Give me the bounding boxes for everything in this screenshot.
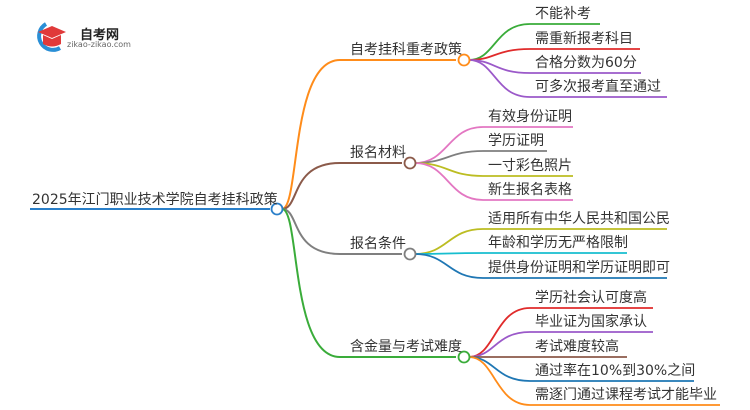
leaf-connector [468,59,667,98]
branch-collapse-toggle[interactable] [457,53,471,67]
root-collapse-toggle[interactable] [270,202,284,216]
branch-collapse-toggle[interactable] [403,247,417,261]
logo-icon [32,20,72,58]
leaf-connector [468,356,720,406]
leaf-connector [414,253,667,279]
leaf-connector [468,307,653,358]
branch-connector [281,208,456,358]
leaf-node-label: 学历证明 [488,133,544,149]
leaf-node-label: 合格分数为60分 [535,55,637,71]
branch-connector [281,59,456,210]
branch-node-label: 报名材料 [350,145,406,161]
logo-title: 自考网 [80,28,120,43]
branch-collapse-toggle[interactable] [403,156,417,170]
leaf-node-label: 不能补考 [535,6,591,22]
leaf-node-label: 年龄和学历无严格限制 [488,235,628,251]
branch-node-label: 自考挂科重考政策 [350,42,462,58]
leaf-node-label: 需逐门通过课程考试才能毕业 [535,387,717,403]
leaf-node-label: 提供身份证明和学历证明即可 [488,260,670,276]
leaf-node-label: 新生报名表格 [488,182,572,198]
branch-connector [281,208,402,255]
leaf-node-label: 学历社会认可度高 [535,290,647,306]
leaf-node-label: 考试难度较高 [535,339,619,355]
branch-node-label: 报名条件 [350,236,406,252]
branch-node-label: 含金量与考试难度 [350,339,462,355]
leaf-node-label: 可多次报考直至通过 [535,79,661,95]
branch-collapse-toggle[interactable] [457,350,471,364]
leaf-connector [414,228,667,255]
leaf-connector [414,126,573,164]
leaf-connector [468,23,600,61]
leaf-connector [468,331,653,358]
leaf-node-label: 通过率在10%到30%之间 [535,363,696,379]
logo-url: zikao-zikao.com [67,40,131,49]
leaf-connector [414,252,627,255]
root-node-label: 2025年江门职业技术学院自考挂科政策 [32,192,278,208]
leaf-node-label: 毕业证为国家承认 [535,314,647,330]
leaf-node-label: 有效身份证明 [488,109,572,125]
branch-connector [281,162,402,210]
leaf-node-label: 需重新报考科目 [535,31,633,47]
leaf-node-label: 适用所有中华人民共和国公民 [488,211,670,227]
leaf-node-label: 一寸彩色照片 [488,158,572,174]
leaf-connector [414,162,573,201]
